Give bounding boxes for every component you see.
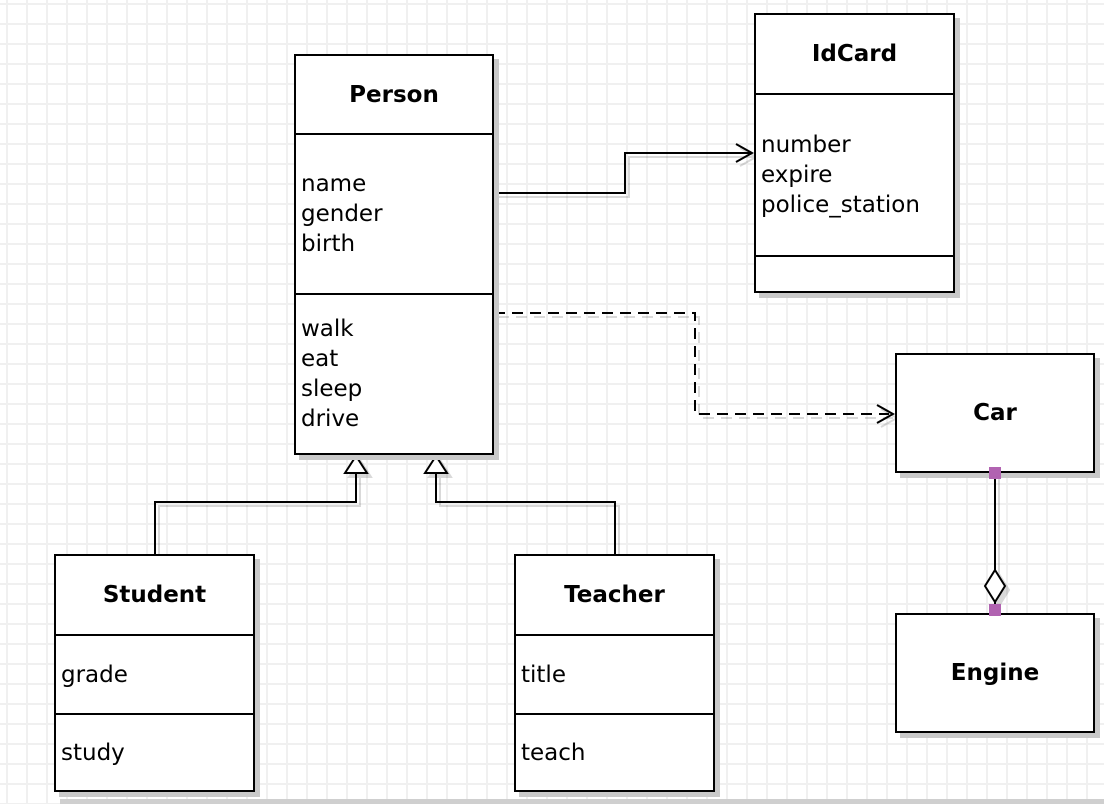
attribute: grade [61, 661, 128, 688]
class-title: IdCard [811, 41, 898, 67]
methods-section-empty [756, 255, 953, 291]
generalization-student-person[interactable] [154, 454, 369, 554]
class-box-person[interactable]: Person name gender birth walk eat sleep … [294, 54, 494, 455]
attribute: number [761, 132, 851, 158]
class-title: Engine [950, 660, 1040, 686]
attributes-section: name gender birth [296, 133, 492, 293]
method: sleep [301, 376, 363, 402]
method: walk [301, 316, 354, 342]
aggregation-car-engine[interactable] [983, 473, 1007, 613]
method: eat [301, 346, 339, 372]
class-box-student[interactable]: Student grade study [54, 554, 255, 792]
class-title: Car [973, 400, 1017, 426]
attribute: gender [301, 201, 383, 227]
attribute: police_station [761, 192, 920, 218]
class-title: Teacher [564, 582, 665, 608]
methods-section: walk eat sleep drive [296, 293, 492, 453]
open-arrow-icon [735, 143, 755, 163]
attributes-section: number expire police_station [756, 93, 953, 255]
hollow-diamond-icon [983, 568, 1007, 604]
endpoint-handle[interactable] [989, 604, 1001, 616]
hollow-triangle-icon [423, 454, 449, 474]
generalization-teacher-person[interactable] [423, 454, 616, 554]
endpoint-handle[interactable] [989, 467, 1001, 479]
dependency-person-car[interactable] [494, 312, 896, 424]
attributes-section: grade [56, 634, 253, 713]
hollow-triangle-icon [343, 454, 369, 474]
attributes-section: title [516, 634, 713, 713]
method: study [61, 739, 125, 766]
methods-section: study [56, 713, 253, 790]
page-edge-strip [60, 799, 1104, 804]
method: teach [521, 739, 586, 766]
association-person-idcard[interactable] [494, 143, 755, 194]
attribute: name [301, 171, 367, 197]
class-title: Student [102, 582, 207, 608]
attribute: birth [301, 231, 356, 257]
class-box-teacher[interactable]: Teacher title teach [514, 554, 715, 792]
open-arrow-icon [876, 404, 896, 424]
method: drive [301, 406, 360, 432]
attribute: expire [761, 162, 833, 188]
methods-section: teach [516, 713, 713, 790]
class-box-idcard[interactable]: IdCard number expire police_station [754, 13, 955, 293]
class-title: Person [349, 81, 439, 108]
attribute: title [521, 661, 566, 688]
class-box-engine[interactable]: Engine [895, 613, 1095, 733]
